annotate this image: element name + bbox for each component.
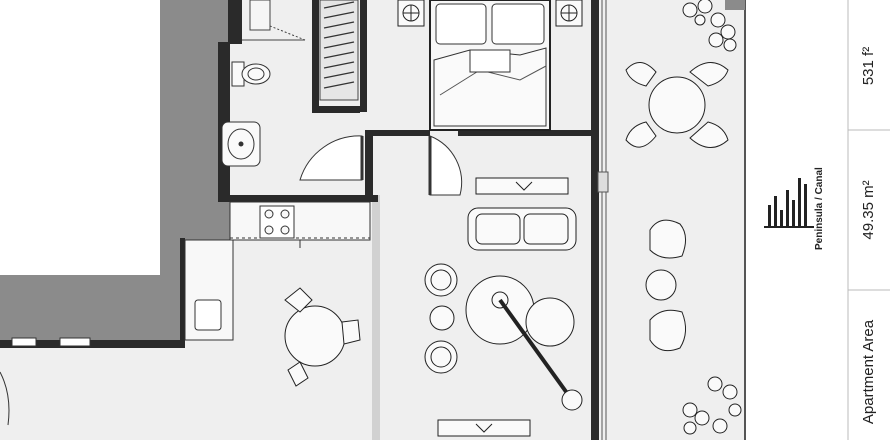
wall-balcony bbox=[591, 0, 599, 440]
armchairs bbox=[424, 263, 458, 374]
window-fixtures bbox=[0, 337, 91, 426]
bedroom-door bbox=[428, 135, 463, 196]
area-sqm: 49.35 m² bbox=[860, 180, 877, 239]
dining-table-icon bbox=[284, 287, 361, 387]
wall-kitchen-left bbox=[180, 238, 185, 348]
sofa-icon bbox=[467, 207, 577, 251]
brand-logo-icon bbox=[764, 178, 814, 228]
area-sqft: 531 f² bbox=[860, 47, 877, 85]
wardrobe bbox=[319, 0, 359, 101]
wall-bath-right bbox=[365, 130, 373, 202]
bathroom-sink-icon bbox=[221, 121, 261, 167]
wall-bed-bottom bbox=[458, 130, 598, 136]
bed-icon bbox=[429, 0, 551, 131]
nightstands bbox=[397, 0, 583, 27]
wall-closet-left bbox=[312, 0, 319, 112]
toilet-icon bbox=[231, 61, 271, 87]
tv-units bbox=[437, 177, 569, 437]
brand-name: Peninsula / Canal bbox=[814, 167, 825, 250]
shower bbox=[242, 0, 306, 41]
balcony-glazing bbox=[597, 0, 746, 440]
plant-icons bbox=[682, 0, 745, 435]
area-label: Apartment Area bbox=[860, 319, 877, 424]
kitchen bbox=[184, 201, 371, 341]
balcony-lounge-chairs bbox=[645, 219, 686, 352]
wall-bath-bottom bbox=[218, 195, 378, 202]
wall-living-left-faint bbox=[372, 195, 380, 440]
exterior-white-area bbox=[0, 0, 160, 275]
walls bbox=[0, 0, 599, 440]
wall-bath-left bbox=[218, 42, 230, 197]
exterior-gray-area bbox=[0, 0, 230, 340]
bathroom-door bbox=[299, 135, 364, 181]
coffee-tables bbox=[465, 275, 583, 411]
balcony-table-icon bbox=[625, 62, 729, 148]
wall-left-top bbox=[228, 0, 242, 44]
